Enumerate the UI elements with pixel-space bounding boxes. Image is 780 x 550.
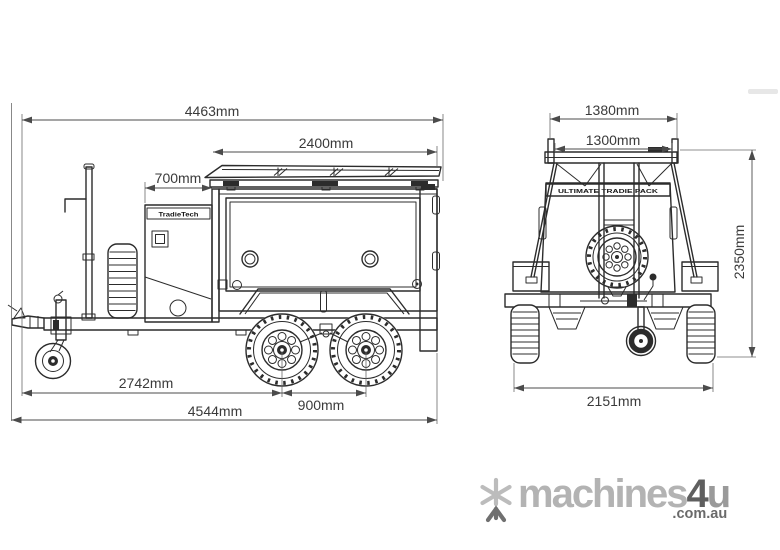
dim-rack-inner: 1300mm [586,132,640,148]
door-handle-left [241,250,259,268]
front-mast [64,163,96,321]
banner-text: ULTIMATE TRADIE PACK [558,189,658,195]
dim-overall-top: 4463mm [185,103,239,119]
front-toolbox: TradieTech [144,204,213,323]
rear-chassis [504,293,712,330]
dim-overall-width: 2151mm [587,393,641,409]
suspension-left [548,306,586,330]
rear-panel [412,184,440,352]
mudguard [239,288,410,315]
brand-label: TradieTech [159,212,199,219]
rear-view-dimensions: 1380mm 1300mm 2350mm 2151mm [513,102,756,409]
water-tank [107,243,138,319]
solar-panel-roof [204,164,442,191]
canopy-door [225,197,421,292]
rocker-suspension [299,332,349,343]
marker-light-top [432,195,440,215]
door-latch [412,279,422,289]
dim-overall-length: 4544mm [188,403,242,419]
wordmark-machines: machines [518,472,689,516]
dim-front-box: 700mm [155,170,202,186]
canopy [211,188,438,323]
dim-canopy-length: 2400mm [299,135,353,151]
side-view-dimensions: 4463mm 2400mm 700mm 2742mm 900mm 4544mm [11,103,444,424]
side-view-drawing: TradieTech [7,163,442,389]
jockey-wheel [34,290,72,380]
rear-jockey-wheel [625,273,657,357]
machines4u-snowflake-icon [480,477,512,523]
rear-wheel-left [510,304,540,364]
wordmark-u: u [706,472,731,516]
suspension-right [646,306,684,330]
dim-rack-outer: 1380mm [585,102,639,118]
door-handle-right [361,250,379,268]
rear-view-drawing: ULTIMATE TRADIE PACK [504,138,719,364]
side-latch-right [669,206,678,240]
dim-overall-height: 2350mm [731,225,747,279]
wordmark-4: 4 [686,472,709,516]
marker-light-bottom [432,251,440,271]
side-latch-left [538,206,547,240]
machines4u-wordmark: machines4u .com.au [518,472,731,521]
tandem-wheels [243,311,405,389]
toolbox-vent [151,230,169,248]
filler-cap [169,299,187,317]
dim-axle-spacing: 900mm [298,397,345,413]
machines4u-watermark: machines4u .com.au [476,472,731,523]
faint-print-artifact [748,89,778,94]
rear-wheel-right [686,304,716,364]
spare-wheel [585,225,649,297]
rear-body: ULTIMATE TRADIE PACK [538,182,678,293]
wordmark-suffix: .com.au [672,506,728,522]
dim-hitch-to-axle: 2742mm [119,375,173,391]
rear-mudguards [512,261,719,292]
